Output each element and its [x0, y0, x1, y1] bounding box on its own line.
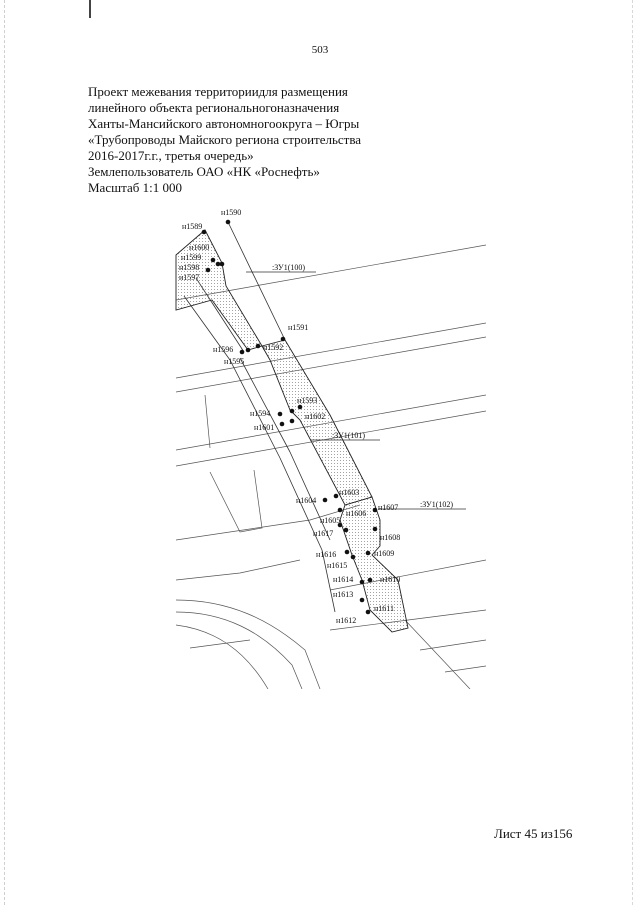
parcel-label: :ЗУ1(101)	[332, 431, 365, 440]
point-label: н1608	[380, 533, 400, 542]
point-label: н1599	[181, 253, 201, 262]
page-number: 503	[311, 44, 329, 56]
point-label: н1614	[333, 575, 353, 584]
point-label: н1606	[346, 509, 366, 518]
point-label: н1598	[179, 263, 199, 272]
point-label: н1603	[339, 488, 359, 497]
point-label: н1604	[296, 496, 316, 505]
point-label: н1596	[213, 345, 233, 354]
point-label: н1593	[297, 396, 317, 405]
header-line: линейного объекта региональногоназначени…	[88, 100, 340, 115]
document-header: Проект межевания территориидля размещени…	[88, 84, 361, 196]
parcel-label: :ЗУ1(102)	[420, 500, 453, 509]
sheet-number: Лист 45 из156	[494, 826, 573, 841]
point-labels: н1589 н1590 н1600 н1599 н1598 н1597 н159…	[179, 208, 400, 625]
point-label: н1591	[288, 323, 308, 332]
point-label: н1592	[263, 343, 283, 352]
point-label: н1610	[380, 575, 400, 584]
point-label: н1612	[336, 616, 356, 625]
point-label: н1613	[333, 590, 353, 599]
point-label: н1602	[305, 412, 325, 421]
point-label: н1609	[374, 549, 394, 558]
page-edge-left	[4, 0, 5, 905]
header-line: «Трубопроводы Майского региона строитель…	[88, 132, 362, 147]
point-label: н1615	[327, 561, 347, 570]
parcels	[175, 229, 409, 633]
point-label: н1607	[378, 503, 398, 512]
point-label: н1601	[254, 423, 274, 432]
map-background-lines	[176, 244, 486, 689]
scan-mark	[89, 0, 91, 18]
header-line: Проект межевания территориидля размещени…	[88, 84, 348, 99]
header-line: Землепользователь ОАО «НК «Роснефть»	[88, 164, 320, 179]
corridor-lines	[183, 221, 336, 613]
parcel-labels: :ЗУ1(100) :ЗУ1(101) :ЗУ1(102)	[246, 263, 466, 510]
point-label: н1590	[221, 208, 241, 217]
header-line: Ханты-Мансийского автономногоокруга – Юг…	[88, 116, 360, 131]
point-label: н1617	[313, 529, 333, 538]
boundary-points	[201, 219, 378, 615]
point-label: н1597	[179, 273, 199, 282]
parcel-zu1-101	[261, 339, 373, 506]
page-edge-right	[632, 0, 633, 905]
point-label: н1616	[316, 550, 336, 559]
point-label: н1595	[224, 357, 244, 366]
point-label: н1600	[189, 243, 209, 252]
parcel-label: :ЗУ1(100)	[272, 263, 305, 272]
point-label: н1589	[182, 222, 202, 231]
header-line: Масштаб 1:1 000	[88, 180, 182, 195]
point-label: н1605	[320, 516, 340, 525]
point-label: н1594	[250, 409, 270, 418]
header-line: 2016-2017г.г., третья очередь»	[88, 148, 254, 163]
point-label: н1611	[374, 604, 394, 613]
